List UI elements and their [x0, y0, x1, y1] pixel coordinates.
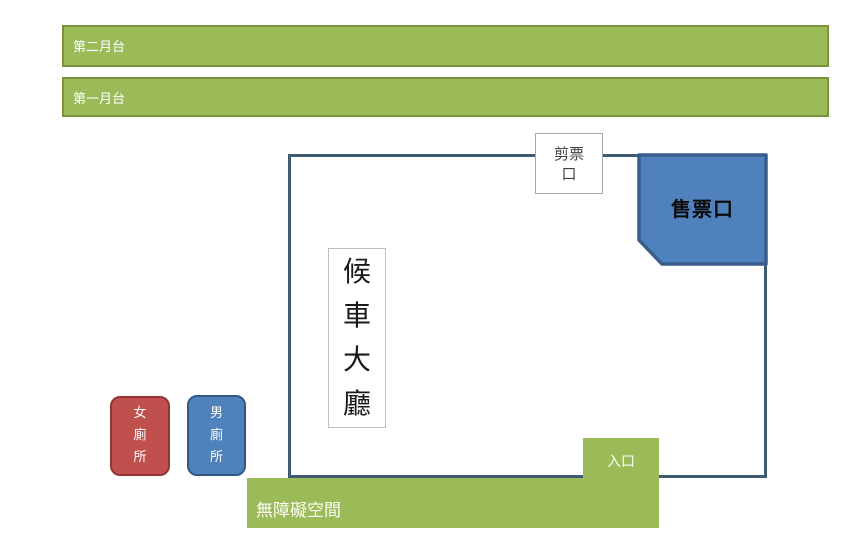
ticket-gate-box: 剪票口 — [535, 133, 603, 194]
entrance-label: 入口 — [607, 454, 635, 470]
ticket-gate-label: 剪票口 — [553, 144, 584, 183]
ticket-office-shape: 售票口 — [637, 153, 768, 266]
platform-1-label: 第一月台 — [73, 92, 126, 107]
waiting-hall-label-box: 候車大廳 — [328, 248, 386, 428]
male-toilet-label: 男廁所 — [209, 405, 223, 465]
waiting-hall-label: 候車大廳 — [342, 255, 371, 420]
ticket-office-polygon — [637, 153, 768, 266]
entrance-box: 入口 — [583, 438, 659, 528]
platform-1-bar: 第一月台 — [62, 77, 829, 117]
female-toilet-label: 女廁所 — [133, 406, 147, 465]
ticket-office-label: 售票口 — [671, 197, 734, 221]
female-toilet-box: 女廁所 — [110, 396, 170, 476]
male-toilet-box: 男廁所 — [187, 395, 246, 476]
accessible-area-label: 無障礙空間 — [256, 501, 341, 521]
platform-2-bar: 第二月台 — [62, 25, 829, 67]
waiting-hall-outline — [288, 154, 767, 478]
platform-2-label: 第二月台 — [73, 40, 126, 55]
